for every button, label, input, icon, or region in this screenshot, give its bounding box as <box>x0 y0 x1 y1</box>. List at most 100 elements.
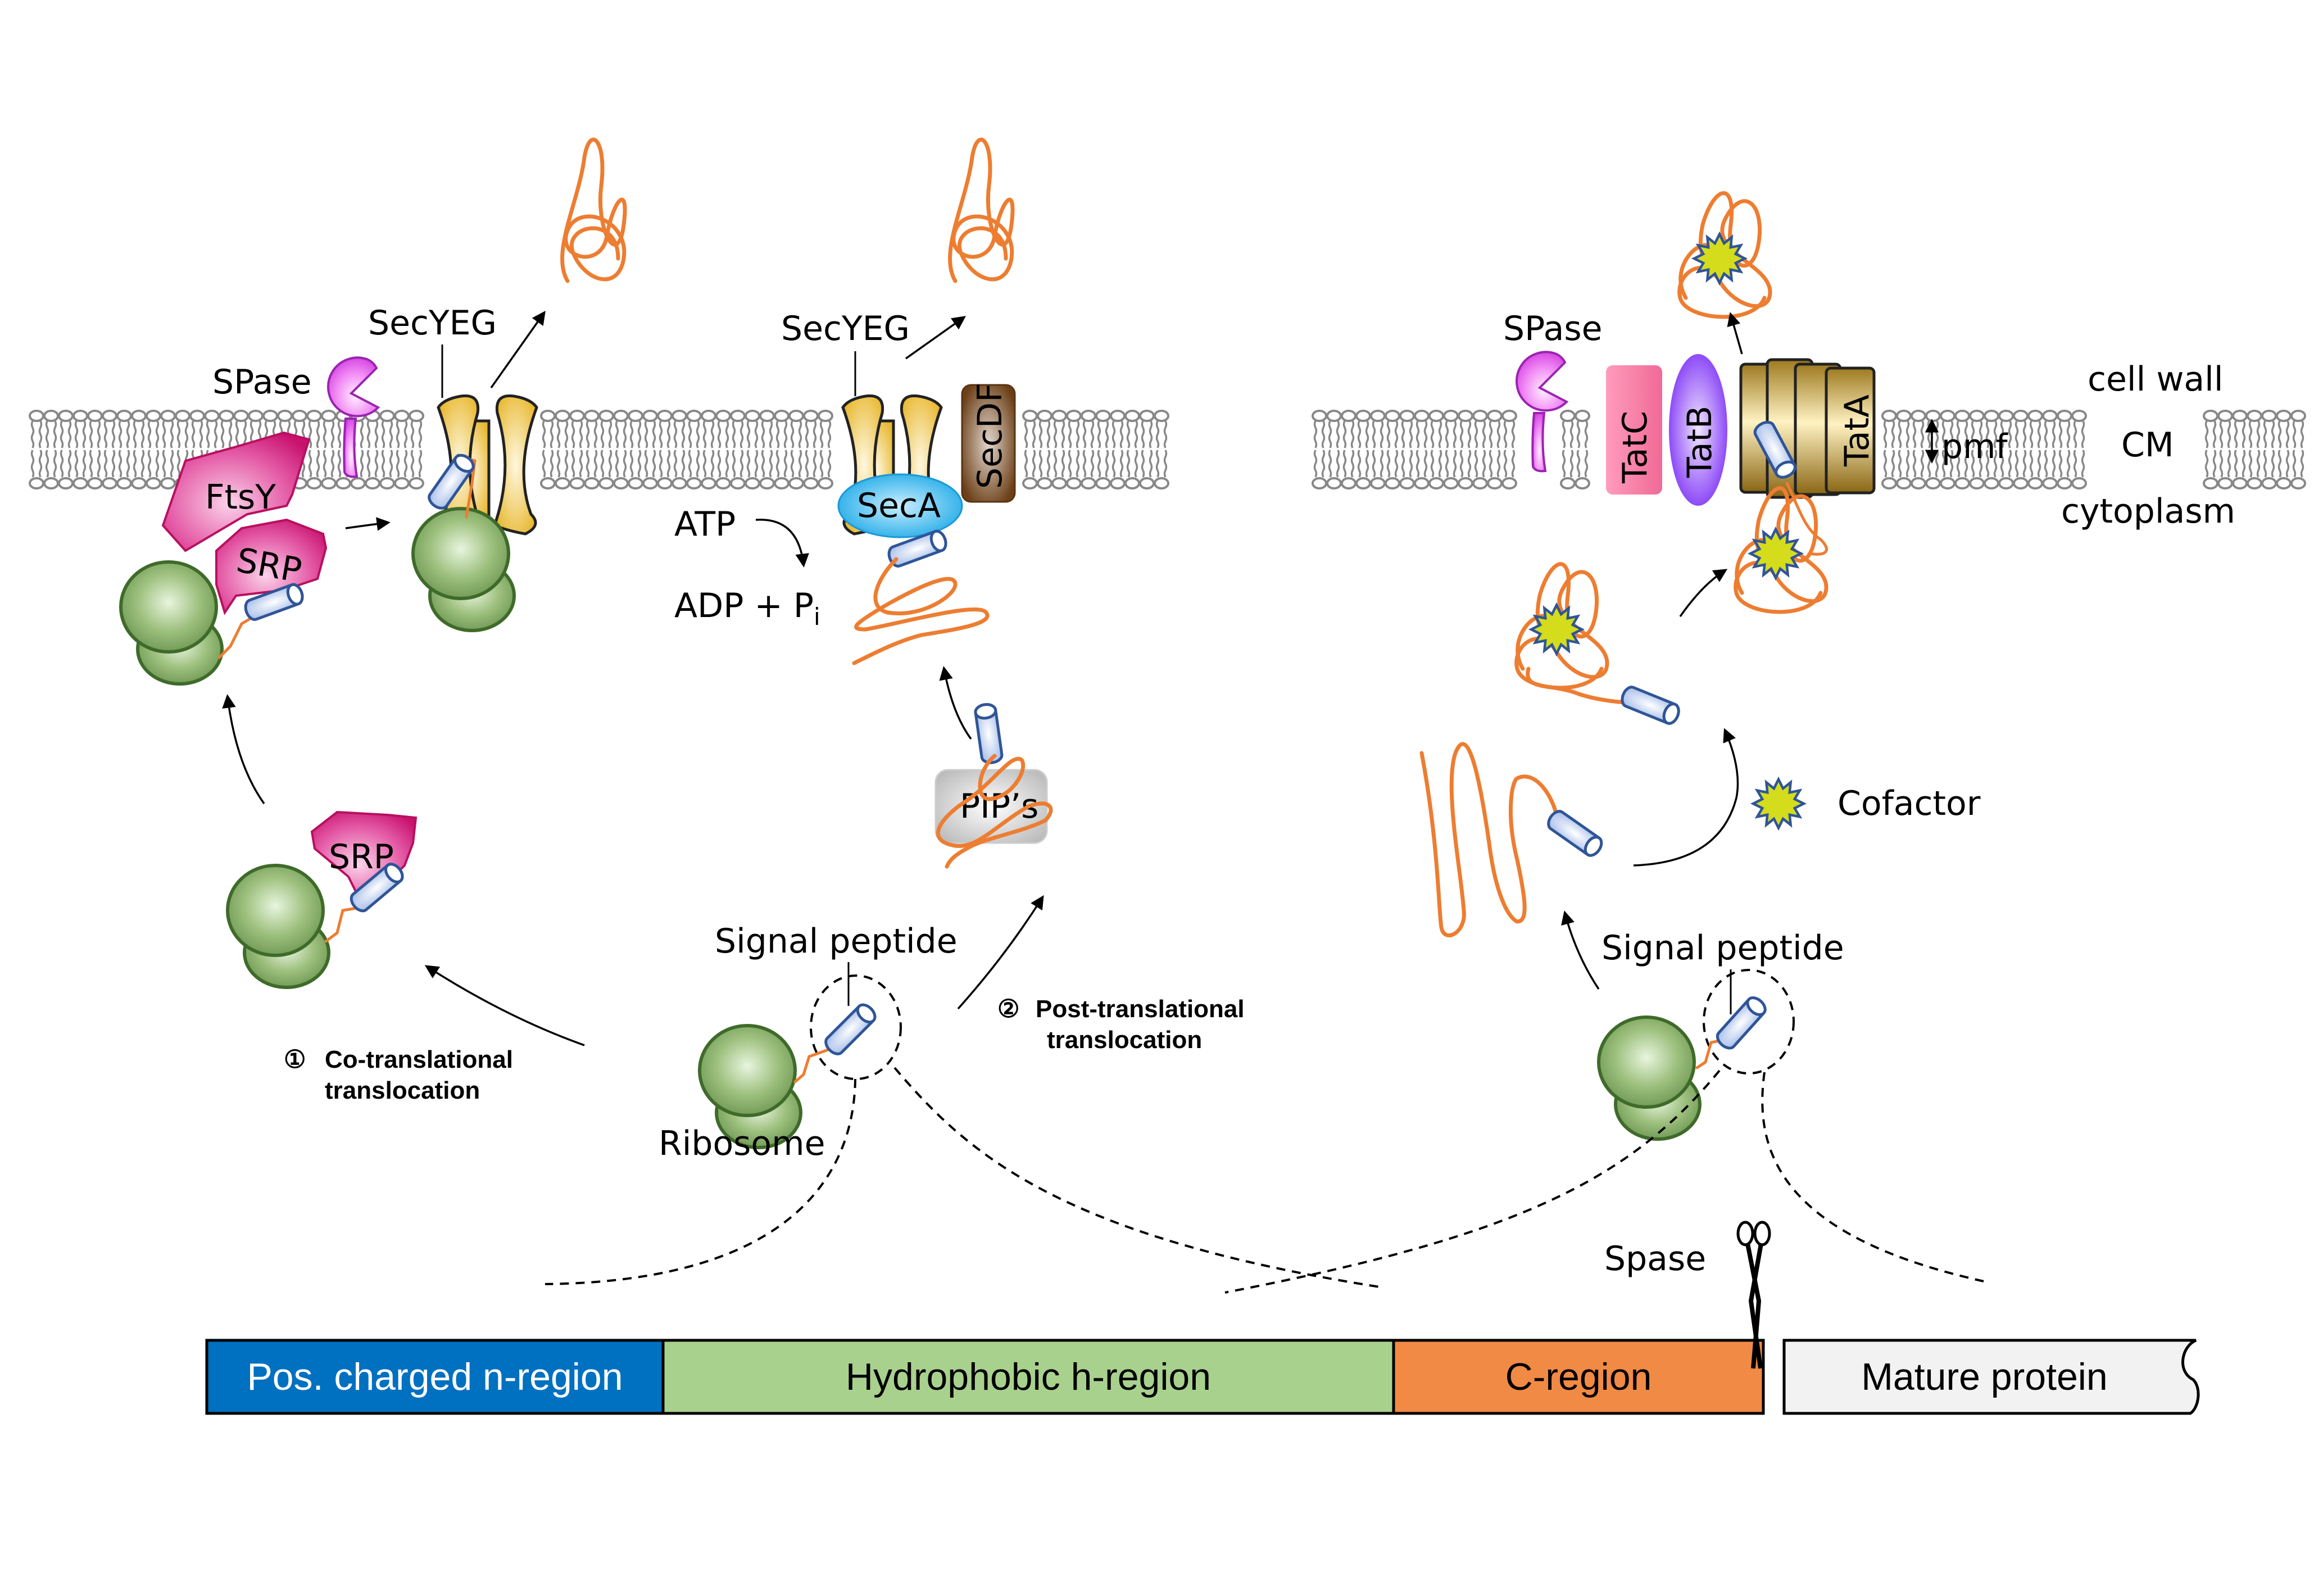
co-translational-arrow <box>424 965 585 1046</box>
phospholipid <box>2261 410 2277 489</box>
phospholipid <box>1925 410 1941 489</box>
phospholipid <box>672 410 687 489</box>
phospholipid <box>2276 410 2292 489</box>
secdf-protein: SecDF <box>961 383 1016 503</box>
phospholipid <box>613 410 629 489</box>
atp-hydrolysis-arrow <box>755 519 809 568</box>
step-1-label-line2: translocation <box>325 1077 480 1104</box>
unfolded-polypeptide-pips <box>936 754 1053 869</box>
tata-label: TatA <box>1837 395 1877 467</box>
phospholipid <box>43 410 59 489</box>
ribosome-srp-bound <box>228 865 329 987</box>
signal-peptide-helix <box>1619 685 1681 726</box>
tatc-protein: TatC <box>1606 365 1662 495</box>
phospholipid <box>2013 410 2029 489</box>
step-2-label-line1: Post-translational <box>1036 995 1245 1023</box>
arrow-to-secyeg <box>345 517 391 531</box>
signal-peptide-helix <box>1545 808 1605 858</box>
phospholipid <box>1139 410 1155 489</box>
phospholipid <box>774 410 790 489</box>
arrow-to-tat <box>1679 569 1728 618</box>
signal-peptide-highlight <box>810 974 902 1080</box>
ribosome-srp <box>121 562 222 684</box>
ftsy-protein: FtsY <box>161 431 311 552</box>
region-label: Mature protein <box>1861 1355 2107 1398</box>
phospholipid <box>642 410 658 489</box>
phospholipid <box>1414 410 1430 489</box>
tatc-label: TatC <box>1616 411 1655 484</box>
phospholipid <box>2057 410 2072 489</box>
ribosome-docked <box>413 509 514 631</box>
phospholipid <box>2290 410 2306 489</box>
zoom-line-right-tat <box>1761 1072 1984 1282</box>
phospholipid <box>1443 410 1459 489</box>
post-translational-arrow <box>957 895 1044 1010</box>
phospholipid <box>306 410 322 489</box>
phospholipid <box>2071 410 2087 489</box>
folded-protein-cofactor <box>1736 488 1826 612</box>
region-label: Pos. charged n-region <box>247 1355 623 1398</box>
phospholipid <box>409 410 424 489</box>
phospholipid <box>745 410 760 489</box>
arrow-up <box>222 694 265 805</box>
phospholipid <box>2247 410 2262 489</box>
phospholipid <box>1385 410 1400 489</box>
atp-label: ATP <box>674 505 736 544</box>
phospholipid <box>1037 410 1052 489</box>
signal-peptide-helix <box>974 703 1002 764</box>
phospholipid <box>365 410 380 489</box>
co-translational-pathway: SecYEG SPase FtsY SRP <box>121 137 627 1104</box>
phospholipid <box>1575 410 1590 489</box>
unfolded-polypeptide <box>852 557 990 665</box>
phospholipid <box>1399 410 1415 489</box>
ribosome-label: Ribosome <box>659 1124 825 1163</box>
phospholipid <box>540 410 556 489</box>
adp-label: ADP + Pi <box>674 586 820 631</box>
phospholipid <box>1911 410 1926 489</box>
phospholipid <box>2027 410 2043 489</box>
phospholipid <box>1154 410 1169 489</box>
phospholipid <box>2232 410 2248 489</box>
secyeg-label-2: SecYEG <box>781 309 910 348</box>
phospholipid <box>715 410 731 489</box>
phospholipid <box>116 410 132 489</box>
cofactor-label: Cofactor <box>1837 784 1981 823</box>
region-label: Hydrophobic h-region <box>846 1355 1211 1398</box>
phospholipid <box>2042 410 2058 489</box>
phospholipid <box>569 410 585 489</box>
arrow-up-2 <box>939 666 972 740</box>
step-2-number: ② <box>997 995 1019 1023</box>
phospholipid <box>1095 410 1111 489</box>
region-label: C-region <box>1505 1355 1652 1398</box>
phospholipid <box>394 410 410 489</box>
phospholipid <box>1022 410 1038 489</box>
phospholipid <box>584 410 600 489</box>
signal-peptide-helix <box>823 1001 878 1057</box>
membrane-label: CM <box>2121 425 2174 465</box>
tatb-protein: TatB <box>1669 354 1727 506</box>
phospholipid <box>1428 410 1444 489</box>
folded-protein <box>948 137 1015 283</box>
export-arrow-tat <box>1727 312 1743 355</box>
phospholipid <box>818 410 833 489</box>
cytoplasm-label: cytoplasm <box>2061 492 2235 531</box>
srp-complex: SRP <box>215 518 328 615</box>
phospholipid <box>701 410 716 489</box>
phospholipid <box>1560 410 1576 489</box>
spase-cleavage-label: Spase <box>1604 1239 1706 1278</box>
secdf-label: SecDF <box>970 383 1010 489</box>
phospholipid <box>1501 410 1517 489</box>
arrow-up-tat <box>1561 910 1600 990</box>
phospholipid <box>1326 410 1342 489</box>
phospholipid <box>730 410 746 489</box>
ftsy-label: FtsY <box>205 478 276 517</box>
signal-peptide-map: Pos. charged n-region Hydrophobic h-regio… <box>205 1339 2200 1415</box>
phospholipid <box>1312 410 1327 489</box>
phospholipid <box>1472 410 1488 489</box>
signal-peptide-helix <box>1714 995 1768 1051</box>
zoom-line-right <box>893 1067 1380 1288</box>
cell-wall-label: cell wall <box>2088 360 2224 399</box>
phospholipid <box>2203 410 2218 489</box>
cofactor-icon <box>1753 779 1804 828</box>
step-1-label-line1: Co-translational <box>325 1046 513 1073</box>
